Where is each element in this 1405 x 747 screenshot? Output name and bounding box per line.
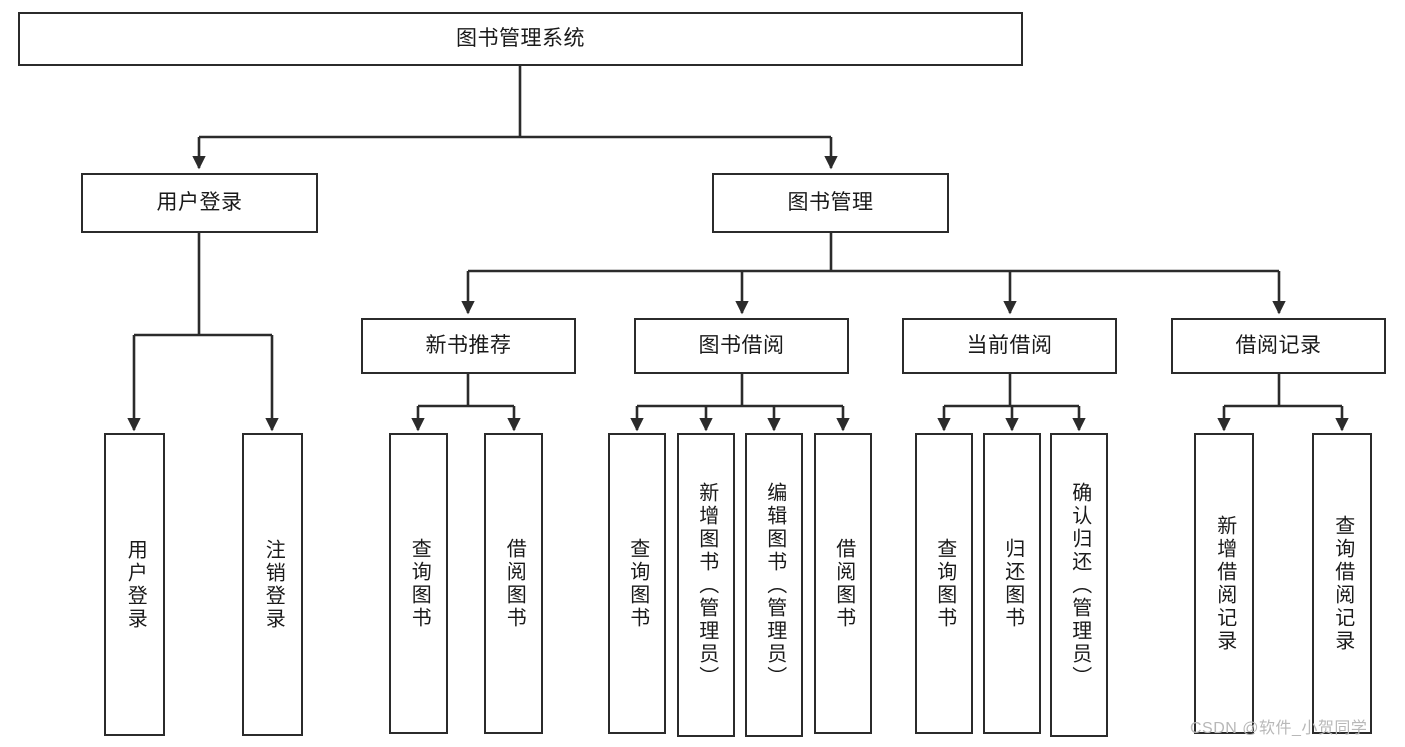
node-user-login[interactable]: 用户登录 <box>81 173 318 233</box>
leaf-user-login-signout[interactable]: 注销登录 <box>242 433 303 736</box>
node-root-library-system[interactable]: 图书管理系统 <box>18 12 1023 66</box>
node-label: 查询借阅记录 <box>1331 514 1354 653</box>
node-label: 查询图书 <box>408 537 431 630</box>
leaf-borrow-query-book[interactable]: 查询图书 <box>608 433 666 734</box>
node-label: 新增图书（管理员） <box>695 481 718 689</box>
leaf-record-add-record[interactable]: 新增借阅记录 <box>1194 433 1254 734</box>
node-label: 查询图书 <box>626 537 649 630</box>
leaf-current-confirm-return-admin[interactable]: 确认归还（管理员） <box>1050 433 1108 737</box>
node-label: 图书管理系统 <box>456 26 585 50</box>
node-label: 图书借阅 <box>698 333 785 357</box>
node-label: 借阅图书 <box>832 537 855 630</box>
node-label: 归还图书 <box>1001 537 1024 630</box>
node-label: 图书管理 <box>787 190 874 214</box>
node-new-book-recommendation[interactable]: 新书推荐 <box>361 318 576 374</box>
leaf-borrow-add-book-admin[interactable]: 新增图书（管理员） <box>677 433 735 737</box>
leaf-current-return-book[interactable]: 归还图书 <box>983 433 1041 734</box>
node-label: 用户登录 <box>124 538 147 631</box>
leaf-current-query-book[interactable]: 查询图书 <box>915 433 973 734</box>
node-label: 借阅图书 <box>503 537 526 630</box>
node-label: 当前借阅 <box>966 333 1053 357</box>
node-label: 编辑图书（管理员） <box>763 481 786 689</box>
leaf-borrow-borrow-book[interactable]: 借阅图书 <box>814 433 872 734</box>
node-label: 确认归还（管理员） <box>1068 481 1091 689</box>
leaf-new-book-query[interactable]: 查询图书 <box>389 433 448 734</box>
node-label: 注销登录 <box>262 538 285 631</box>
node-book-management[interactable]: 图书管理 <box>712 173 949 233</box>
node-label: 新增借阅记录 <box>1213 514 1236 653</box>
node-label: 查询图书 <box>933 537 956 630</box>
node-label: 新书推荐 <box>425 333 512 357</box>
csdn-watermark: CSDN @软件_小贺同学 <box>1190 720 1368 737</box>
leaf-user-login-signin[interactable]: 用户登录 <box>104 433 165 736</box>
node-label: 借阅记录 <box>1235 333 1322 357</box>
node-label: 用户登录 <box>156 190 243 214</box>
leaf-record-query-record[interactable]: 查询借阅记录 <box>1312 433 1372 734</box>
node-current-borrowing[interactable]: 当前借阅 <box>902 318 1117 374</box>
node-borrowing-record[interactable]: 借阅记录 <box>1171 318 1386 374</box>
leaf-borrow-edit-book-admin[interactable]: 编辑图书（管理员） <box>745 433 803 737</box>
node-book-borrowing[interactable]: 图书借阅 <box>634 318 849 374</box>
leaf-new-book-borrow[interactable]: 借阅图书 <box>484 433 543 734</box>
